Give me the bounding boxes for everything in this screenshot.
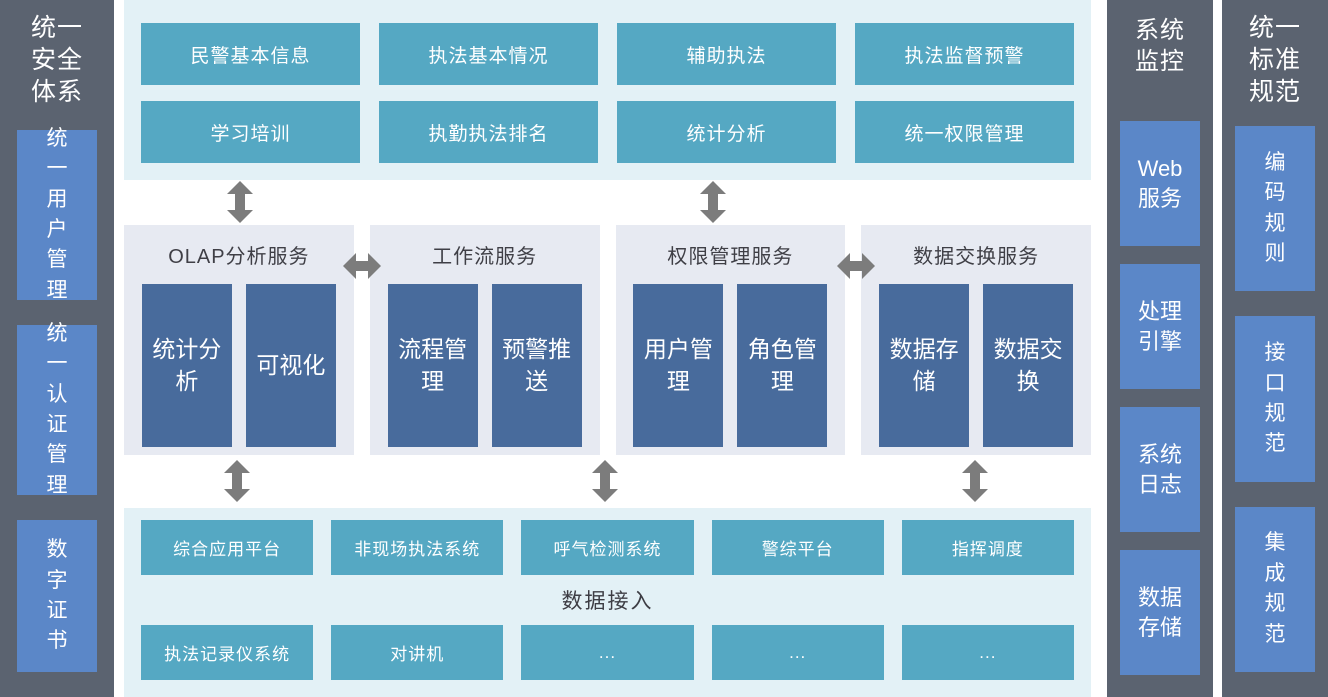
standards-node-coding-rules: 编码规则: [1235, 126, 1315, 292]
node-label: 可视化: [256, 351, 326, 378]
source-node-command-dispatch: 指挥调度: [901, 520, 1074, 575]
service-group-body: 统计分析 可视化: [124, 284, 354, 447]
node-label: 系统日志: [1137, 442, 1182, 497]
node-label: 统计分析: [152, 336, 222, 394]
monitor-sidebar-title: 系统监控: [1135, 17, 1185, 75]
monitor-node-system-log: 系统日志: [1120, 407, 1200, 533]
access-row-bottom: 执法记录仪系统 对讲机 ... ... ...: [141, 625, 1074, 680]
data-access-label: 数据接入: [561, 590, 654, 613]
source-node-ellipsis: ...: [901, 625, 1074, 680]
app-node-statistics: 统计分析: [617, 101, 836, 163]
source-node-police-platform: 警综平台: [711, 520, 884, 575]
service-group-title: 权限管理服务: [667, 245, 794, 268]
service-node-visualization: 可视化: [245, 284, 336, 447]
main-column: 民警基本信息 执法基本情况 辅助执法 执法监督预警 学习培训 执勤执法排名 统计…: [124, 0, 1091, 697]
layer-gap-bottom: [124, 455, 1091, 508]
service-node-data-exchange: 数据交换: [983, 284, 1074, 447]
standards-node-integration-spec: 集成规范: [1235, 506, 1315, 672]
sidebar-security: 统一安全体系 统一用户管理 统一认证管理 数字证书: [0, 0, 114, 697]
node-label: 统一认证管理: [46, 321, 68, 497]
service-group-workflow: 工作流服务 流程管理 预警推送: [369, 225, 600, 455]
service-node-user-mgmt: 用户管理: [633, 284, 724, 447]
node-label: 数字证书: [46, 538, 68, 653]
service-group-title: 工作流服务: [432, 245, 538, 268]
service-group-body: 用户管理 角色管理: [616, 284, 846, 447]
standards-node-interface-spec: 接口规范: [1235, 316, 1315, 482]
service-group-body: 流程管理 预警推送: [370, 284, 600, 447]
source-node-intercom: 对讲机: [331, 625, 504, 680]
node-label: 数据存储: [889, 336, 959, 394]
security-node-auth-mgmt: 统一认证管理: [17, 322, 97, 497]
column-gap: [1091, 0, 1107, 697]
service-node-data-storage: 数据存储: [879, 284, 970, 447]
app-node-enforcement-info: 执法基本情况: [379, 23, 598, 85]
standards-sidebar-title: 统一标准规范: [1248, 14, 1301, 106]
security-node-user-mgmt: 统一用户管理: [17, 127, 97, 302]
column-gap: [114, 0, 124, 697]
source-node-ellipsis: ...: [711, 625, 884, 680]
horizontal-double-arrow-icon: [343, 253, 381, 279]
service-node-process-mgmt: 流程管理: [387, 284, 478, 447]
monitor-node-web-service: Web服务: [1120, 121, 1200, 247]
service-node-warning-push: 预警推送: [491, 284, 582, 447]
node-label: Web服务: [1137, 156, 1183, 211]
monitor-node-data-storage: 数据存储: [1120, 550, 1200, 676]
service-group-body: 数据存储 数据交换: [861, 284, 1091, 447]
application-layer-section: 民警基本信息 执法基本情况 辅助执法 执法监督预警 学习培训 执勤执法排名 统计…: [124, 0, 1091, 180]
security-sidebar-title: 统一安全体系: [30, 14, 83, 106]
service-node-role-mgmt: 角色管理: [737, 284, 828, 447]
node-label: 数据交换: [993, 336, 1063, 394]
column-gap: [1213, 0, 1222, 697]
service-group-data-exchange: 数据交换服务 数据存储 数据交换: [861, 225, 1091, 455]
vertical-double-arrow-icon: [592, 460, 618, 502]
service-group-title: 数据交换服务: [913, 245, 1040, 268]
source-node-ellipsis: ...: [521, 625, 694, 680]
app-node-permission-mgmt: 统一权限管理: [855, 101, 1074, 163]
app-node-police-info: 民警基本信息: [141, 23, 360, 85]
layer-gap-top: [124, 180, 1091, 225]
horizontal-double-arrow-icon: [837, 253, 875, 279]
sidebar-system-monitor: 系统监控 Web服务 处理引擎 系统日志 数据存储: [1107, 0, 1213, 697]
node-label: 统一用户管理: [46, 126, 68, 302]
source-node-breath-test: 呼气检测系统: [521, 520, 694, 575]
access-row-top: 综合应用平台 非现场执法系统 呼气检测系统 警综平台 指挥调度: [141, 520, 1074, 575]
app-node-duty-ranking: 执勤执法排名: [379, 101, 598, 163]
sidebar-standards: 统一标准规范 编码规则 接口规范 集成规范: [1222, 0, 1328, 697]
app-node-assist-enforcement: 辅助执法: [617, 23, 836, 85]
app-node-training: 学习培训: [141, 101, 360, 163]
service-node-stat-analysis: 统计分析: [141, 284, 232, 447]
data-access-section: 综合应用平台 非现场执法系统 呼气检测系统 警综平台 指挥调度 数据接入 执法记…: [124, 508, 1091, 697]
node-label: 处理引擎: [1137, 299, 1182, 354]
service-group-title: OLAP分析服务: [168, 245, 310, 268]
node-label: 接口规范: [1264, 341, 1286, 456]
node-label: 流程管理: [398, 336, 468, 394]
service-group-permission: 权限管理服务 用户管理 角色管理: [615, 225, 846, 455]
vertical-double-arrow-icon: [227, 181, 253, 223]
vertical-double-arrow-icon: [700, 181, 726, 223]
monitor-node-processing-engine: 处理引擎: [1120, 264, 1200, 390]
vertical-double-arrow-icon: [224, 460, 250, 502]
node-label: 数据存储: [1137, 585, 1182, 640]
source-node-app-platform: 综合应用平台: [141, 520, 314, 575]
source-node-offsite-enforcement: 非现场执法系统: [331, 520, 504, 575]
source-node-body-camera: 执法记录仪系统: [141, 625, 314, 680]
service-group-olap: OLAP分析服务 统计分析 可视化: [124, 225, 354, 455]
app-node-supervision-warning: 执法监督预警: [855, 23, 1074, 85]
service-layer-section: OLAP分析服务 统计分析 可视化 工作流服务 流程管理 预警推送 权限管理服务…: [124, 225, 1091, 455]
node-label: 角色管理: [747, 336, 817, 394]
node-label: 编码规则: [1264, 150, 1286, 266]
vertical-double-arrow-icon: [962, 460, 988, 502]
node-label: 集成规范: [1264, 531, 1286, 646]
node-label: 预警推送: [502, 336, 572, 394]
security-node-digital-cert: 数字证书: [17, 520, 97, 672]
node-label: 用户管理: [643, 336, 713, 394]
